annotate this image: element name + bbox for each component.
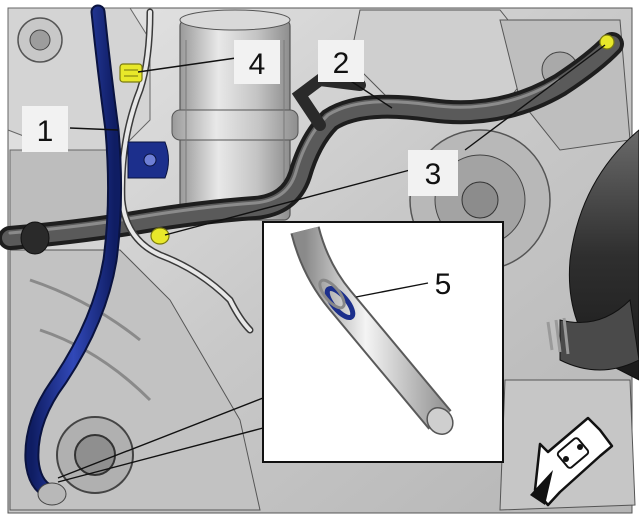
o-ring [324,285,356,321]
pulley-hub [74,434,116,476]
hose-branch [291,73,366,131]
cover-rib [39,328,152,402]
pipe-bead [318,278,346,310]
callout-2: 2 [318,40,364,82]
hose-ribs [546,317,570,355]
callout-3: 3 [408,150,458,196]
alternator-hub [461,181,499,219]
bolt-head [29,29,51,51]
leader-4 [137,57,237,73]
callout-1-label: 1 [37,115,54,148]
callout-4-label: 4 [249,48,266,81]
connector-3-lower [150,227,170,245]
inset-leader-bottom [57,427,264,483]
callout-1: 1 [22,106,68,152]
inset-pipe-end [426,407,454,435]
connector-4 [119,63,143,83]
leader-5 [355,282,429,298]
leader-lines [57,44,606,483]
leader-1 [69,127,119,131]
tube-end-fitting [37,482,67,506]
hose-highlight [8,78,560,235]
inset-pipe [292,226,450,429]
hose-end-fitting [20,221,50,255]
inset-leader-top [57,397,264,479]
cover-rib [29,278,141,342]
silver-tube [119,10,252,332]
highlighted-tube [26,6,121,498]
callout-3-label: 3 [425,158,442,191]
leader-3a [164,169,411,236]
bracket-bolt [143,153,157,167]
oil-filter-cap [179,9,291,31]
filter-collar [171,109,299,141]
callout-2-label: 2 [333,47,350,80]
front-direction-arrow-icon [530,416,614,507]
detail-inset [262,221,504,463]
callout-5: 5 [435,268,452,301]
callout-4: 4 [234,40,280,84]
callout-5-label: 5 [435,268,452,301]
leader-3b [464,44,606,151]
